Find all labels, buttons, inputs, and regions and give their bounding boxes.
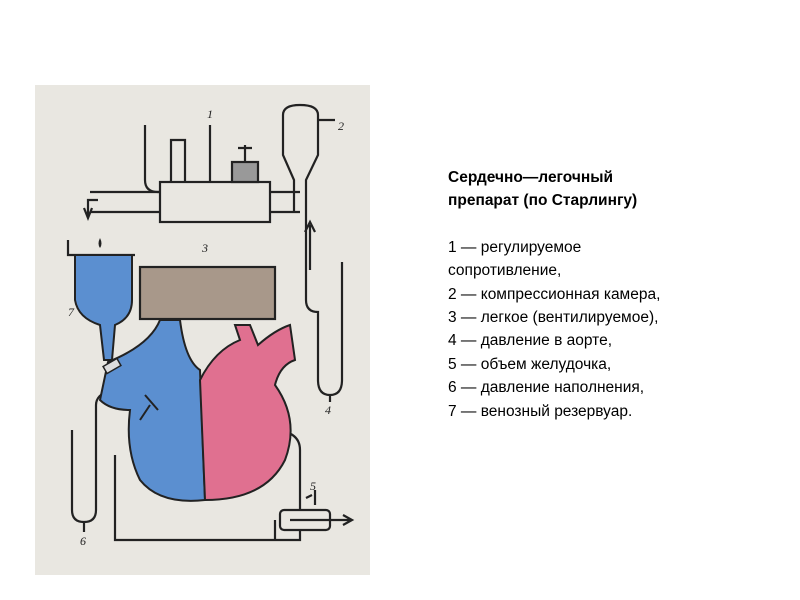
- diagram-label-7: 7: [68, 305, 75, 319]
- caption: Сердечно—легочный препарат (по Старлингу…: [448, 166, 778, 423]
- lung-3: [138, 265, 277, 321]
- caption-title-line-1: Сердечно—легочный: [448, 169, 614, 186]
- diagram-label-4: 4: [325, 403, 331, 417]
- caption-title-line-2: препарат (по Старлингу): [448, 192, 638, 210]
- paper-background: [35, 85, 370, 575]
- legend-item: 6 — давление наполнения,: [448, 379, 645, 397]
- legend-item: 3 — легкое (вентилируемое),: [448, 309, 659, 327]
- legend-item: 7 — венозный резервуар.: [448, 402, 633, 420]
- diagram-label-1: 1: [207, 107, 213, 121]
- legend-item: 4 — давление в аорте,: [448, 332, 612, 350]
- legend-item: 5 — объем желудочка,: [448, 355, 612, 373]
- legend-item: сопротивление,: [448, 262, 562, 280]
- diagram-label-3: 3: [201, 241, 208, 255]
- filling-manometer-6: [70, 388, 111, 524]
- heart-left-side: [198, 323, 297, 502]
- compression-chamber-2: [281, 103, 320, 345]
- starling-heart-lung-diagram: 1 2 3 4 5 6 7: [35, 85, 370, 575]
- diagram-label-5: 5: [310, 479, 316, 493]
- diagram-label-2: 2: [338, 119, 344, 133]
- resistance-1: [158, 180, 272, 224]
- diagram-label-6: 6: [80, 534, 86, 548]
- legend-item: 2 — компрессионная камера,: [448, 285, 661, 303]
- legend-item: 1 — регулируемое: [448, 238, 582, 256]
- heart-right-side: [98, 319, 207, 502]
